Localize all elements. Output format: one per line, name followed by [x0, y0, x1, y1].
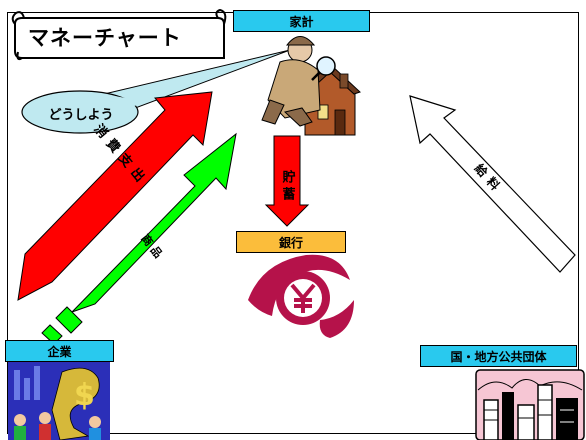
household-label: 家計: [233, 10, 370, 32]
bank-label: 銀行: [236, 231, 346, 253]
consumption-arrow: [17, 91, 213, 301]
svg-text:$: $: [74, 378, 95, 413]
city-clipart: [475, 369, 585, 440]
company-label: 企業: [5, 340, 114, 362]
government-label: 国・地方公共団体: [420, 345, 577, 367]
company-clipart: $: [8, 362, 110, 440]
house-clipart: [261, 36, 361, 136]
title-scroll: [11, 8, 227, 61]
speech-bubble: [21, 49, 291, 134]
speech-text: どうしよう: [48, 108, 114, 123]
wages-arrow: [409, 95, 576, 273]
bank-yen-logo: [248, 254, 354, 338]
savings-label: 貯蓄: [280, 169, 296, 204]
savings-arrow: [264, 135, 310, 227]
page-title: マネーチャート: [28, 26, 182, 50]
